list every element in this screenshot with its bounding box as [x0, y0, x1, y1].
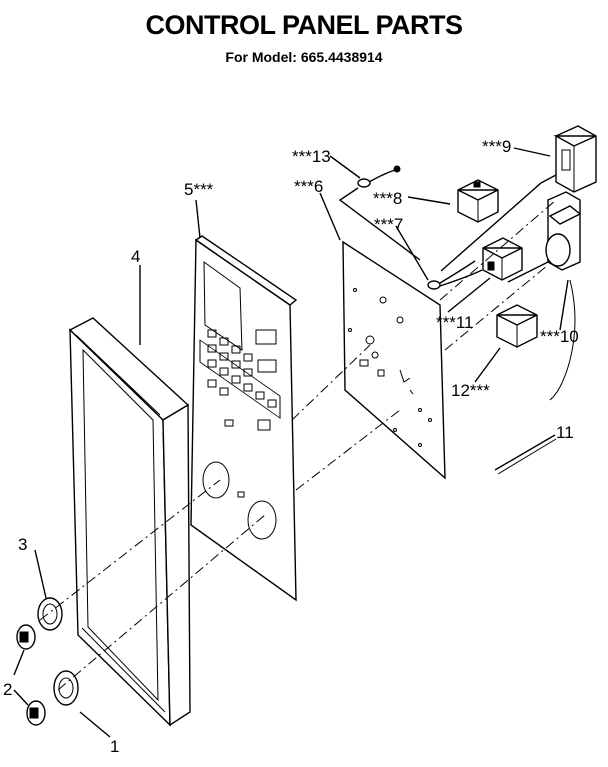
- callout-10: ***10: [540, 327, 579, 346]
- callout-11: ***11: [436, 313, 474, 332]
- part-12-connector: [496, 304, 538, 348]
- model-subtitle: For Model: 665.4438914: [225, 49, 383, 65]
- callout-6: ***6: [294, 177, 323, 196]
- callout-7: ***7: [374, 215, 403, 234]
- part-7-lead-wire: [427, 260, 483, 290]
- callout-3: 3: [18, 535, 27, 554]
- part-11-wire-strip: [494, 434, 557, 475]
- alignment-lines: [39, 199, 557, 691]
- callout-1: 1: [110, 737, 119, 756]
- part-8-relay: [457, 179, 499, 223]
- leader-lines: [13, 147, 569, 738]
- part-1-bezel: [53, 670, 79, 706]
- callout-12: 12***: [451, 381, 490, 400]
- callout-2: 2: [3, 680, 12, 699]
- part-11-connector: [482, 237, 523, 281]
- part-5-panel-plate: [190, 235, 298, 602]
- callout-11-lower: 11: [556, 423, 574, 442]
- callout-labels: 4 5*** ***6 ***13 ***8 ***7 ***9 ***11 *…: [3, 137, 579, 756]
- callout-13: ***13: [292, 147, 331, 166]
- callout-8: ***8: [373, 189, 402, 208]
- part-9-transformer: [440, 125, 597, 272]
- callout-4: 4: [131, 247, 140, 266]
- part-2-knob-upper: [16, 624, 36, 650]
- part-13-sensor: [338, 165, 421, 261]
- part-10-motor: [507, 191, 582, 401]
- part-6-circuit-board: [342, 240, 446, 480]
- part-3-bezel: [37, 597, 63, 631]
- part-2-knob-lower: [26, 700, 46, 726]
- callout-9: ***9: [482, 137, 511, 156]
- part-4-frame: [68, 317, 191, 727]
- page-title: CONTROL PANEL PARTS: [145, 10, 463, 40]
- callout-5: 5***: [184, 180, 214, 199]
